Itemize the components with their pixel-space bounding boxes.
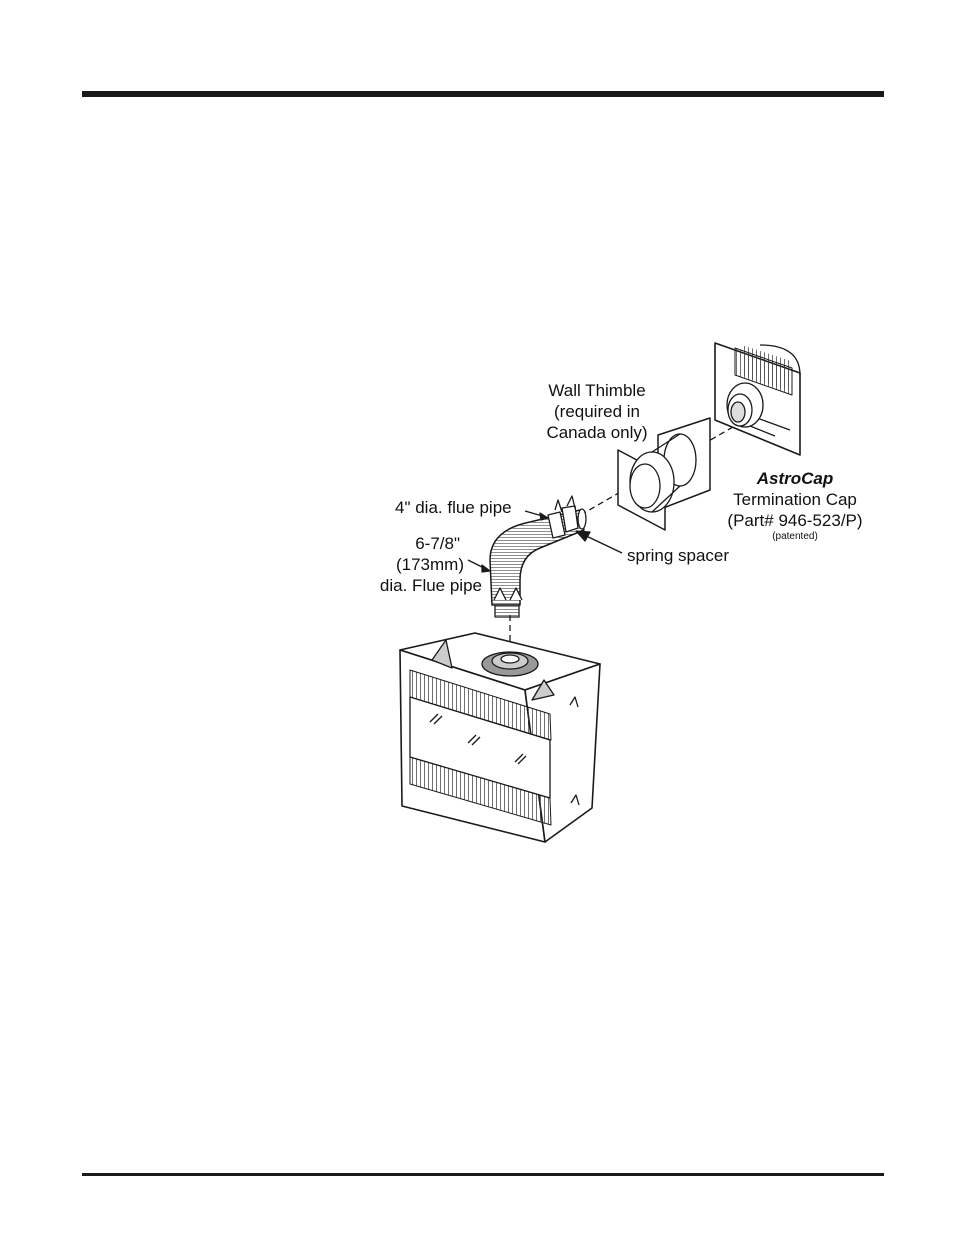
wall-thimble-label: Wall Thimble (required in Canada only) (522, 380, 672, 443)
astrocap-termination-cap (715, 343, 800, 455)
flue-4in-label: 4" dia. flue pipe (395, 497, 512, 518)
leader-4in-flue (525, 511, 548, 520)
astrocap-label: AstroCap Termination Cap (Part# 946-523/… (710, 468, 880, 543)
fireplace-unit (400, 633, 600, 842)
flue-678-label: 6-7/8" (173mm) dia. Flue pipe (350, 533, 482, 596)
leader-spring-spacer (576, 531, 622, 553)
spring-spacer-label: spring spacer (627, 545, 729, 566)
